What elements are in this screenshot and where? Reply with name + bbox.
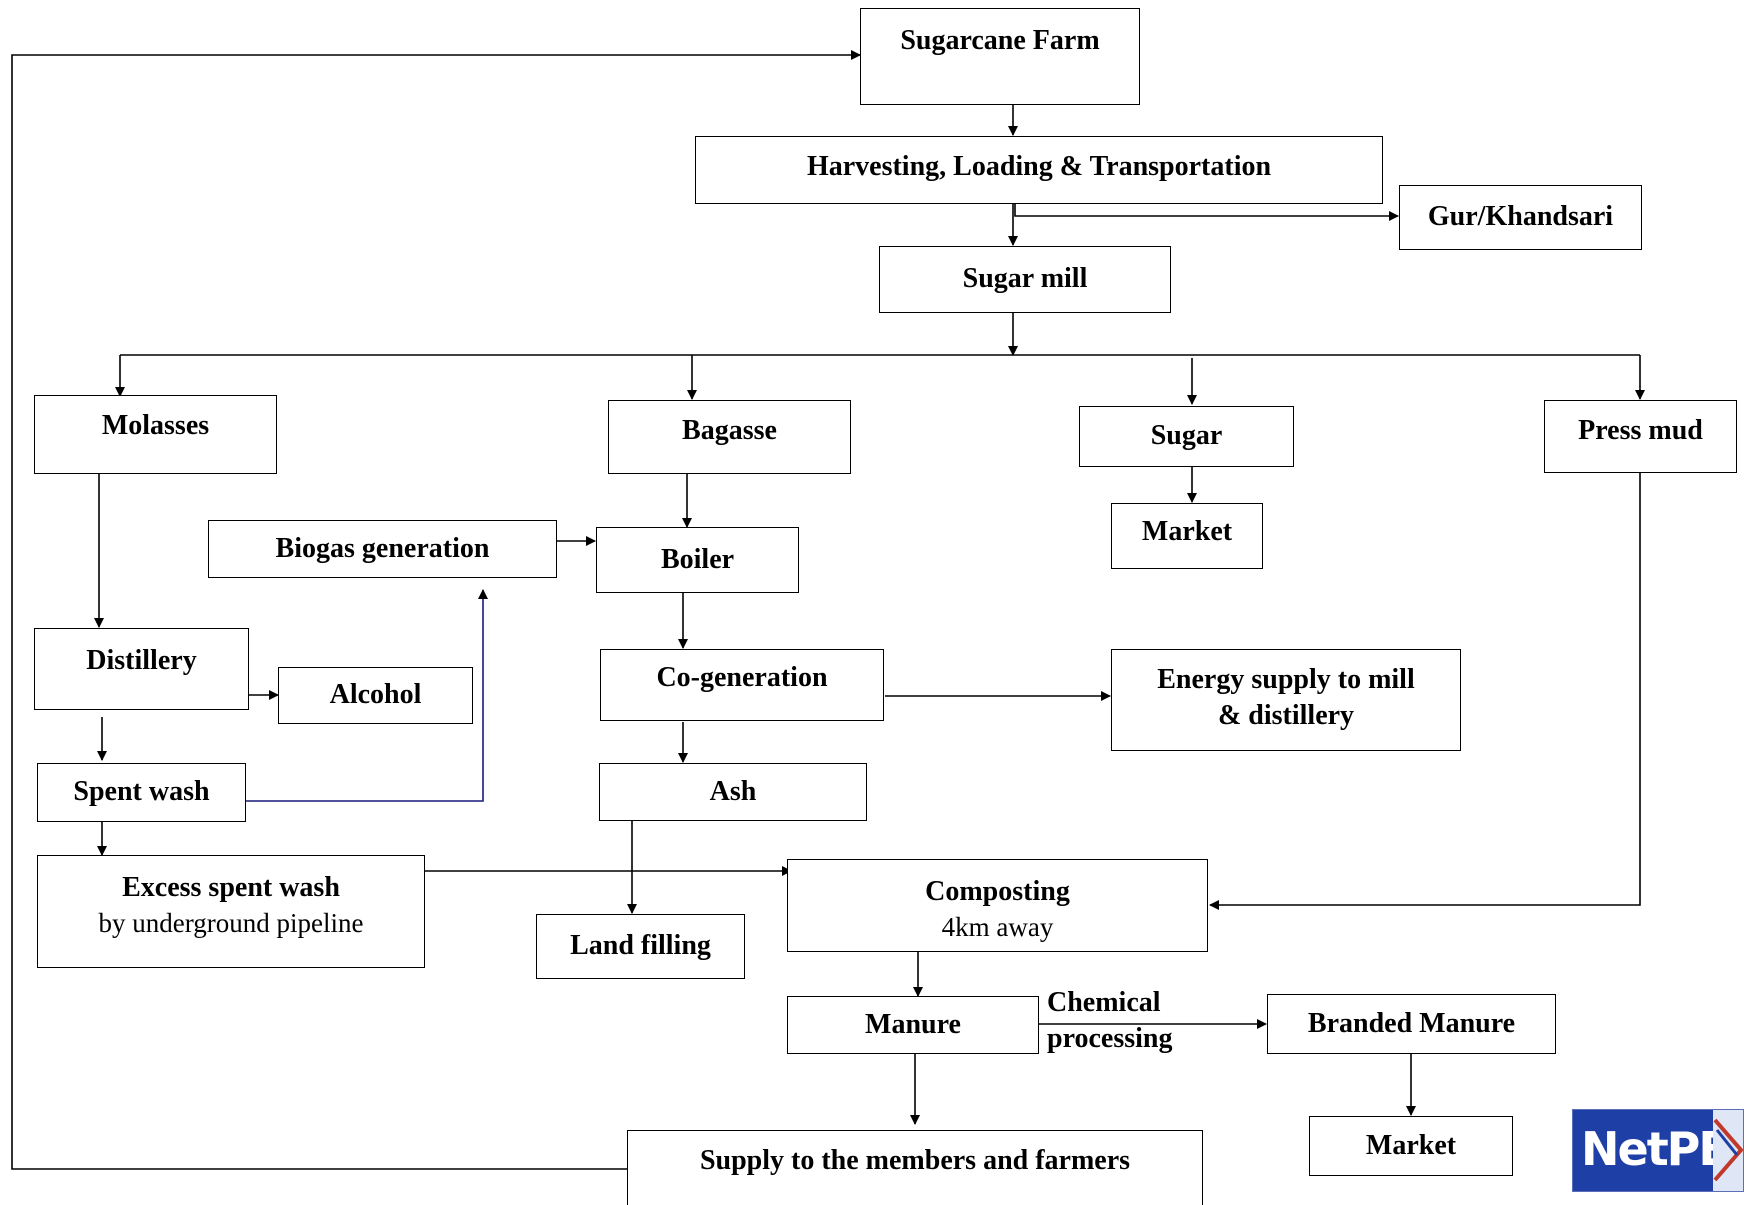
node-composting: Composting 4km away (787, 859, 1208, 952)
node-molasses: Molasses (34, 395, 277, 474)
logo-emblem-icon (1713, 1110, 1743, 1191)
node-spent-wash: Spent wash (37, 763, 246, 822)
node-market-sugar: Market (1111, 503, 1263, 569)
node-ash: Ash (599, 763, 867, 821)
node-sugarcane-farm: Sugarcane Farm (860, 8, 1140, 105)
pressmud-to-composting-arrow (1209, 473, 1641, 910)
node-biogas-generation: Biogas generation (208, 520, 557, 578)
node-alcohol: Alcohol (278, 667, 473, 724)
node-bagasse: Bagasse (608, 400, 851, 474)
node-gur-khandsari: Gur/Khandsari (1399, 185, 1642, 250)
node-harvesting: Harvesting, Loading & Transportation (695, 136, 1383, 204)
node-land-filling: Land filling (536, 914, 745, 979)
node-sugar: Sugar (1079, 406, 1294, 467)
edge-label-chemical-processing: Chemical processing (1047, 987, 1173, 1055)
node-distillery: Distillery (34, 628, 249, 710)
node-excess-spent-wash: Excess spent wash by underground pipelin… (37, 855, 425, 968)
feedback-connector (11, 50, 861, 1170)
node-supply-members-farmers: Supply to the members and farmers (627, 1130, 1203, 1205)
spentwash-to-biogas-arrow (244, 589, 488, 802)
node-press-mud: Press mud (1544, 400, 1737, 473)
node-sugar-mill: Sugar mill (879, 246, 1171, 313)
harvesting-to-gur-arrow (1014, 204, 1399, 221)
node-boiler: Boiler (596, 527, 799, 593)
node-branded-manure: Branded Manure (1267, 994, 1556, 1054)
netpem-logo: NetPEM (1572, 1109, 1744, 1192)
node-co-generation: Co-generation (600, 649, 884, 721)
node-manure: Manure (787, 996, 1039, 1054)
node-energy-supply: Energy supply to mill & distillery (1111, 649, 1461, 751)
node-market-manure: Market (1309, 1116, 1513, 1176)
